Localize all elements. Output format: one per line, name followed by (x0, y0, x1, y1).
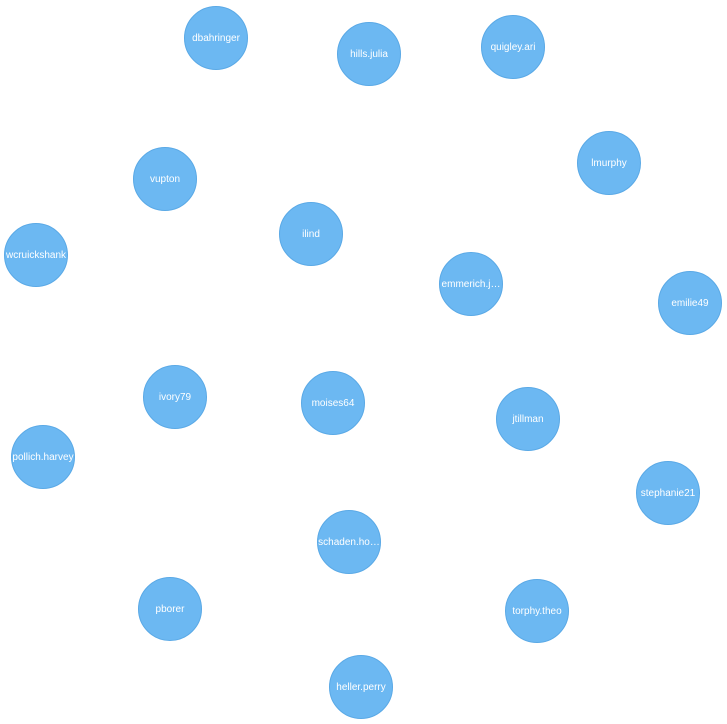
node-stephanie21[interactable]: stephanie21 (636, 461, 700, 525)
node-dbahringer[interactable]: dbahringer (184, 6, 248, 70)
node-label: ivory79 (158, 391, 192, 403)
node-label: ilind (302, 228, 320, 240)
node-label: emmerich.j… (441, 278, 501, 290)
node-torphy-theo[interactable]: torphy.theo (505, 579, 569, 643)
node-moises64[interactable]: moises64 (301, 371, 365, 435)
node-emilie49[interactable]: emilie49 (658, 271, 722, 335)
node-label: stephanie21 (640, 487, 696, 499)
node-emmerich[interactable]: emmerich.j… (439, 252, 503, 316)
node-heller-perry[interactable]: heller.perry (329, 655, 393, 719)
node-schaden[interactable]: schaden.ho… (317, 510, 381, 574)
node-label: lmurphy (591, 157, 627, 169)
node-ilind[interactable]: ilind (279, 202, 343, 266)
node-label: pollich.harvey (12, 451, 74, 463)
node-hills-julia[interactable]: hills.julia (337, 22, 401, 86)
node-vupton[interactable]: vupton (133, 147, 197, 211)
node-label: pborer (155, 603, 185, 615)
node-label: wcruickshank (5, 249, 67, 261)
node-label: heller.perry (336, 681, 386, 693)
node-label: emilie49 (671, 297, 709, 309)
node-jtillman[interactable]: jtillman (496, 387, 560, 451)
node-label: schaden.ho… (318, 536, 380, 548)
node-quigley-ari[interactable]: quigley.ari (481, 15, 545, 79)
node-lmurphy[interactable]: lmurphy (577, 131, 641, 195)
node-label: dbahringer (192, 32, 240, 44)
node-ivory79[interactable]: ivory79 (143, 365, 207, 429)
node-label: torphy.theo (512, 605, 562, 617)
node-label: hills.julia (350, 48, 388, 60)
node-label: quigley.ari (490, 41, 536, 53)
node-label: jtillman (512, 413, 544, 425)
node-label: vupton (149, 173, 181, 185)
node-wcruickshank[interactable]: wcruickshank (4, 223, 68, 287)
node-pborer[interactable]: pborer (138, 577, 202, 641)
node-label: moises64 (311, 397, 355, 409)
node-pollich-harvey[interactable]: pollich.harvey (11, 425, 75, 489)
